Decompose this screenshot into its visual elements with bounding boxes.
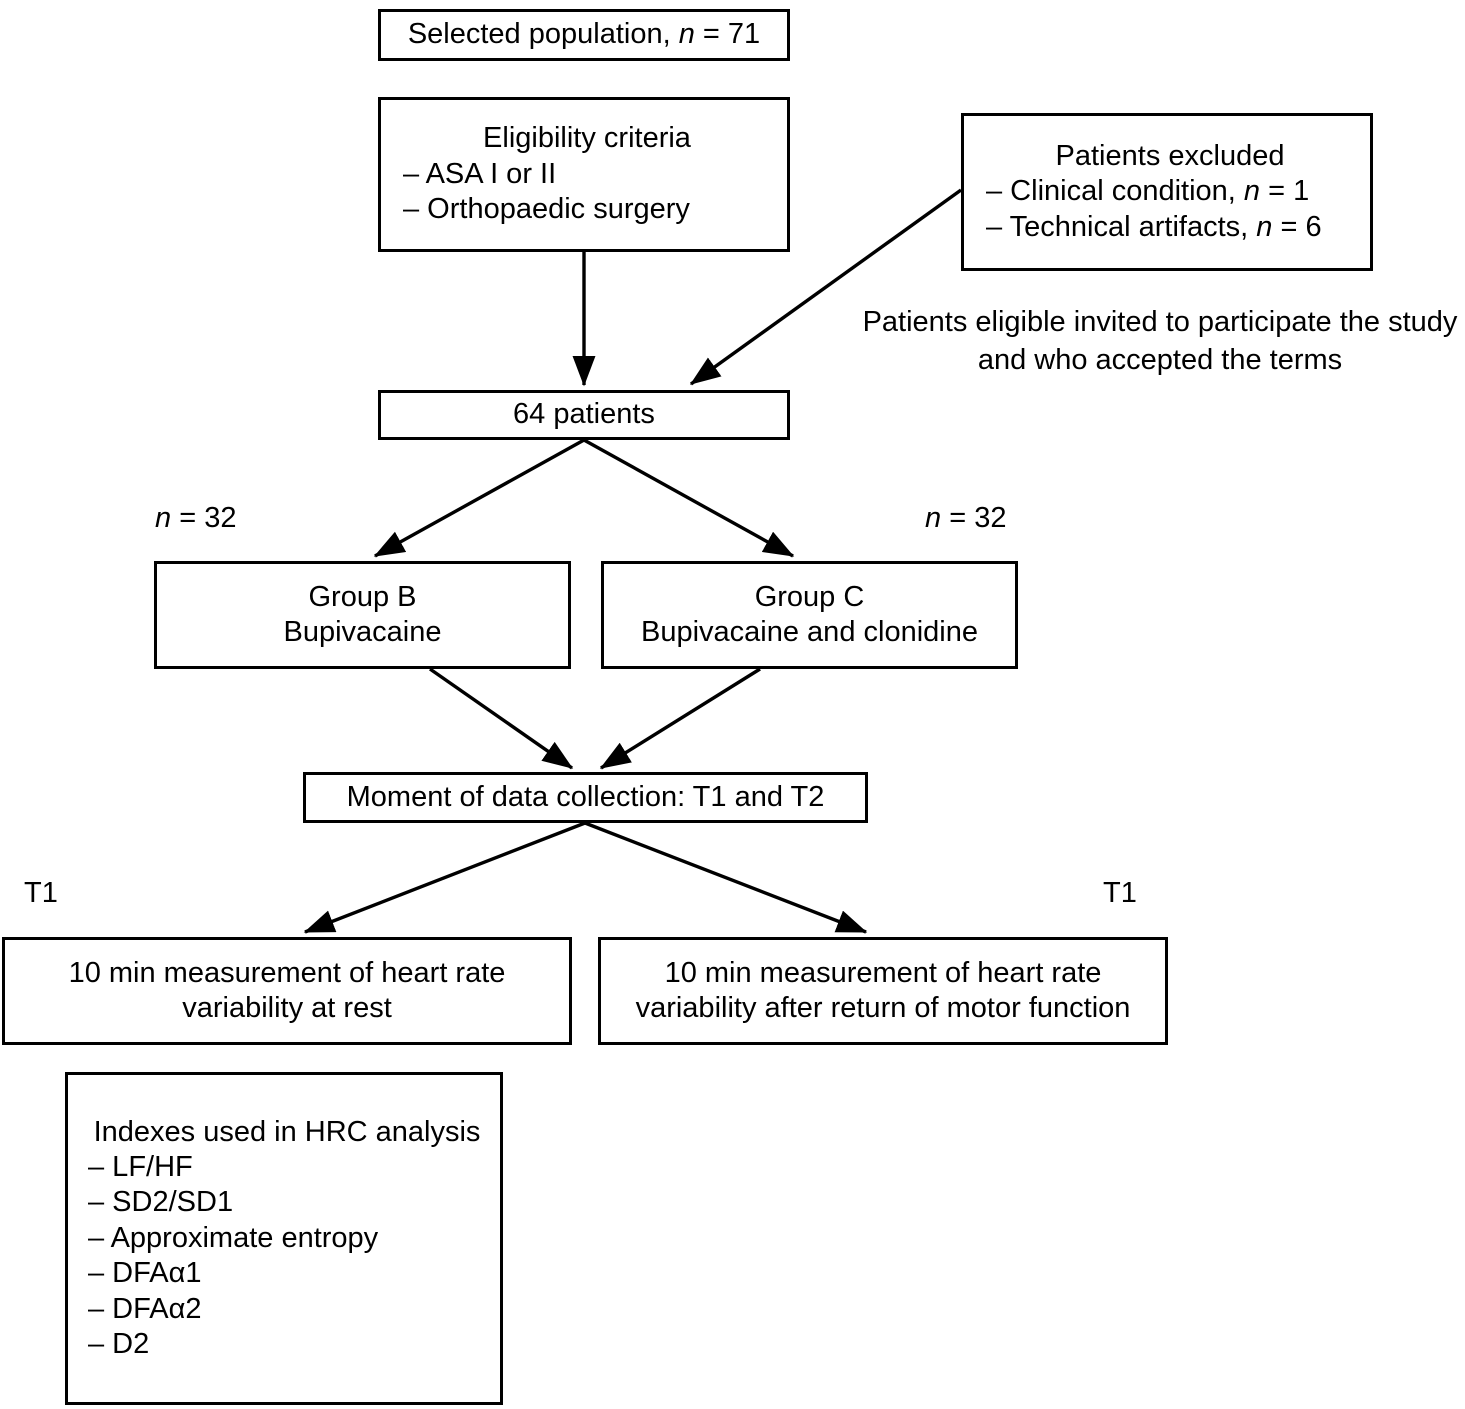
node-measure-motor-line1: 10 min measurement of heart rate xyxy=(664,956,1102,989)
edge-group-c-to-moment xyxy=(599,667,761,770)
list-item: – Clinical condition, n = 1 xyxy=(986,175,1310,208)
edge-moment-to-measure-motor xyxy=(584,821,868,934)
node-group-c-drug: Bupivacaine and clonidine xyxy=(641,616,978,648)
list-item: – SD2/SD1 xyxy=(88,1186,234,1219)
label-n-32-left: n = 32 xyxy=(155,502,237,534)
label-t1-left: T1 xyxy=(24,877,58,909)
node-group-b-title: Group B xyxy=(308,580,417,613)
node-64-patients-text: 64 patients xyxy=(513,398,655,431)
list-item: – ASA I or II xyxy=(403,157,557,190)
list-item: – LF/HF xyxy=(88,1151,193,1184)
node-patients-excluded: Patients excluded – Clinical condition, … xyxy=(961,113,1373,271)
node-indexes-title: Indexes used in HRC analysis xyxy=(93,1115,481,1148)
label-t1-right: T1 xyxy=(1103,877,1137,909)
node-eligibility-title: Eligibility criteria xyxy=(483,122,691,155)
node-selected-population: Selected population, n = 71 xyxy=(378,9,790,61)
node-measure-rest-line1: 10 min measurement of heart rate xyxy=(68,956,506,989)
edge-64patients-to-group-c xyxy=(583,438,795,558)
node-moment-of-data-collection: Moment of data collection: T1 and T2 xyxy=(303,772,868,823)
node-eligibility-criteria: Eligibility criteria – ASA I or II – Ort… xyxy=(378,97,790,252)
note-line-2: and who accepted the terms xyxy=(977,344,1343,377)
node-excluded-list: – Clinical condition, n = 1 – Technical … xyxy=(986,174,1370,245)
list-item: – Approximate entropy xyxy=(88,1221,379,1254)
list-item: – DFAα1 xyxy=(88,1257,202,1290)
node-group-b: Group B Bupivacaine xyxy=(154,561,571,669)
list-item: – Technical artifacts, n = 6 xyxy=(986,210,1322,243)
node-64-patients: 64 patients xyxy=(378,390,790,440)
note-line-1: Patients eligible invited to participate… xyxy=(862,306,1458,338)
node-group-c: Group C Bupivacaine and clonidine xyxy=(601,561,1018,669)
label-n-32-right: n = 32 xyxy=(925,502,1007,534)
node-indexes-list: – LF/HF – SD2/SD1 – Approximate entropy … xyxy=(88,1150,500,1362)
list-item: – DFAα2 xyxy=(88,1292,202,1325)
node-measurement-at-rest: 10 min measurement of heart rate variabi… xyxy=(2,937,572,1045)
node-eligibility-list: – ASA I or II – Orthopaedic surgery xyxy=(403,157,787,228)
note-patients-eligible-invited: Patients eligible invited to participate… xyxy=(855,303,1465,380)
node-measure-rest-line2: variability at rest xyxy=(182,992,392,1024)
edge-group-b-to-moment xyxy=(429,667,574,770)
node-selected-population-text: Selected population, n = 71 xyxy=(407,18,761,51)
node-indexes-used-in-hrc-analysis: Indexes used in HRC analysis – LF/HF – S… xyxy=(65,1072,503,1405)
edge-64patients-to-group-b xyxy=(373,438,585,558)
node-measurement-after-motor-function: 10 min measurement of heart rate variabi… xyxy=(598,937,1168,1045)
edge-moment-to-measure-rest xyxy=(303,821,586,934)
node-excluded-title: Patients excluded xyxy=(1055,139,1285,172)
list-item: – D2 xyxy=(88,1327,150,1360)
list-item: – Orthopaedic surgery xyxy=(403,193,690,226)
node-group-c-title: Group C xyxy=(754,580,865,613)
node-measure-motor-line2: variability after return of motor functi… xyxy=(635,992,1131,1024)
node-group-b-drug: Bupivacaine xyxy=(283,616,442,648)
node-moment-text: Moment of data collection: T1 and T2 xyxy=(346,780,825,813)
